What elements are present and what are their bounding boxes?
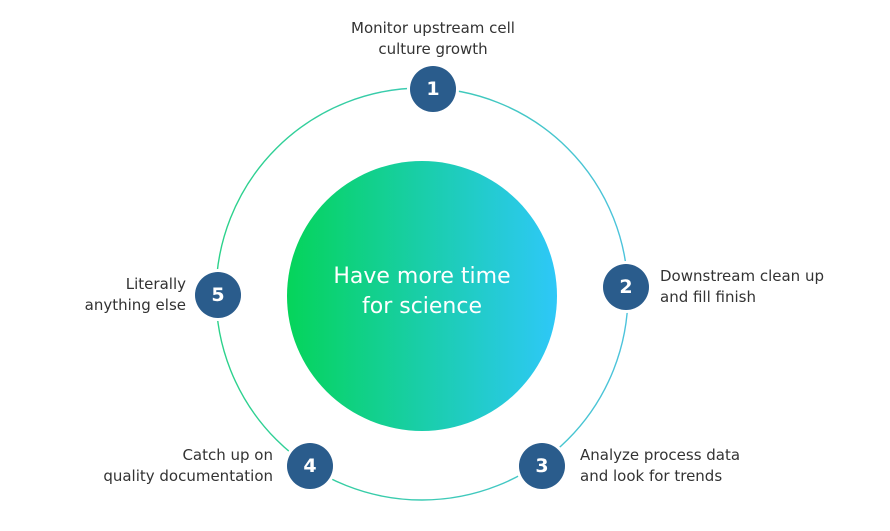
step-1-label-line-1: Monitor upstream cell <box>351 19 515 37</box>
step-3-node: 3 <box>519 443 565 489</box>
step-3-label: Analyze process data and look for trends <box>580 445 740 487</box>
step-4-number: 4 <box>303 455 317 477</box>
step-3-label-line-1: Analyze process data <box>580 446 741 464</box>
step-1-node: 1 <box>410 66 456 112</box>
step-2-label-line-2: and fill finish <box>660 288 756 306</box>
center-circle <box>287 161 557 431</box>
step-5-label-line-1: Literally <box>125 275 186 293</box>
step-5-label: Literally anything else <box>85 274 186 316</box>
step-5-node: 5 <box>195 272 241 318</box>
step-1-number: 1 <box>426 78 440 100</box>
center-title-line-2: for science <box>361 294 483 319</box>
step-3-number: 3 <box>535 455 549 477</box>
step-5-number: 5 <box>211 284 225 306</box>
step-2-label-line-1: Downstream clean up <box>660 267 824 285</box>
step-1-label: Monitor upstream cell culture growth <box>333 18 533 60</box>
step-2-node: 2 <box>603 264 649 310</box>
step-4-node: 4 <box>287 443 333 489</box>
step-2-number: 2 <box>619 276 633 298</box>
step-2-label: Downstream clean up and fill finish <box>660 266 824 308</box>
step-5-label-line-2: anything else <box>84 296 186 314</box>
center-title-line-1: Have more time <box>333 264 511 289</box>
center-title: Have more time for science <box>287 262 557 322</box>
step-4-label-line-2: quality documentation <box>103 467 273 485</box>
step-4-label-line-1: Catch up on <box>182 446 273 464</box>
step-4-label: Catch up on quality documentation <box>103 445 273 487</box>
step-3-label-line-2: and look for trends <box>580 467 723 485</box>
step-1-label-line-2: culture growth <box>378 40 488 58</box>
